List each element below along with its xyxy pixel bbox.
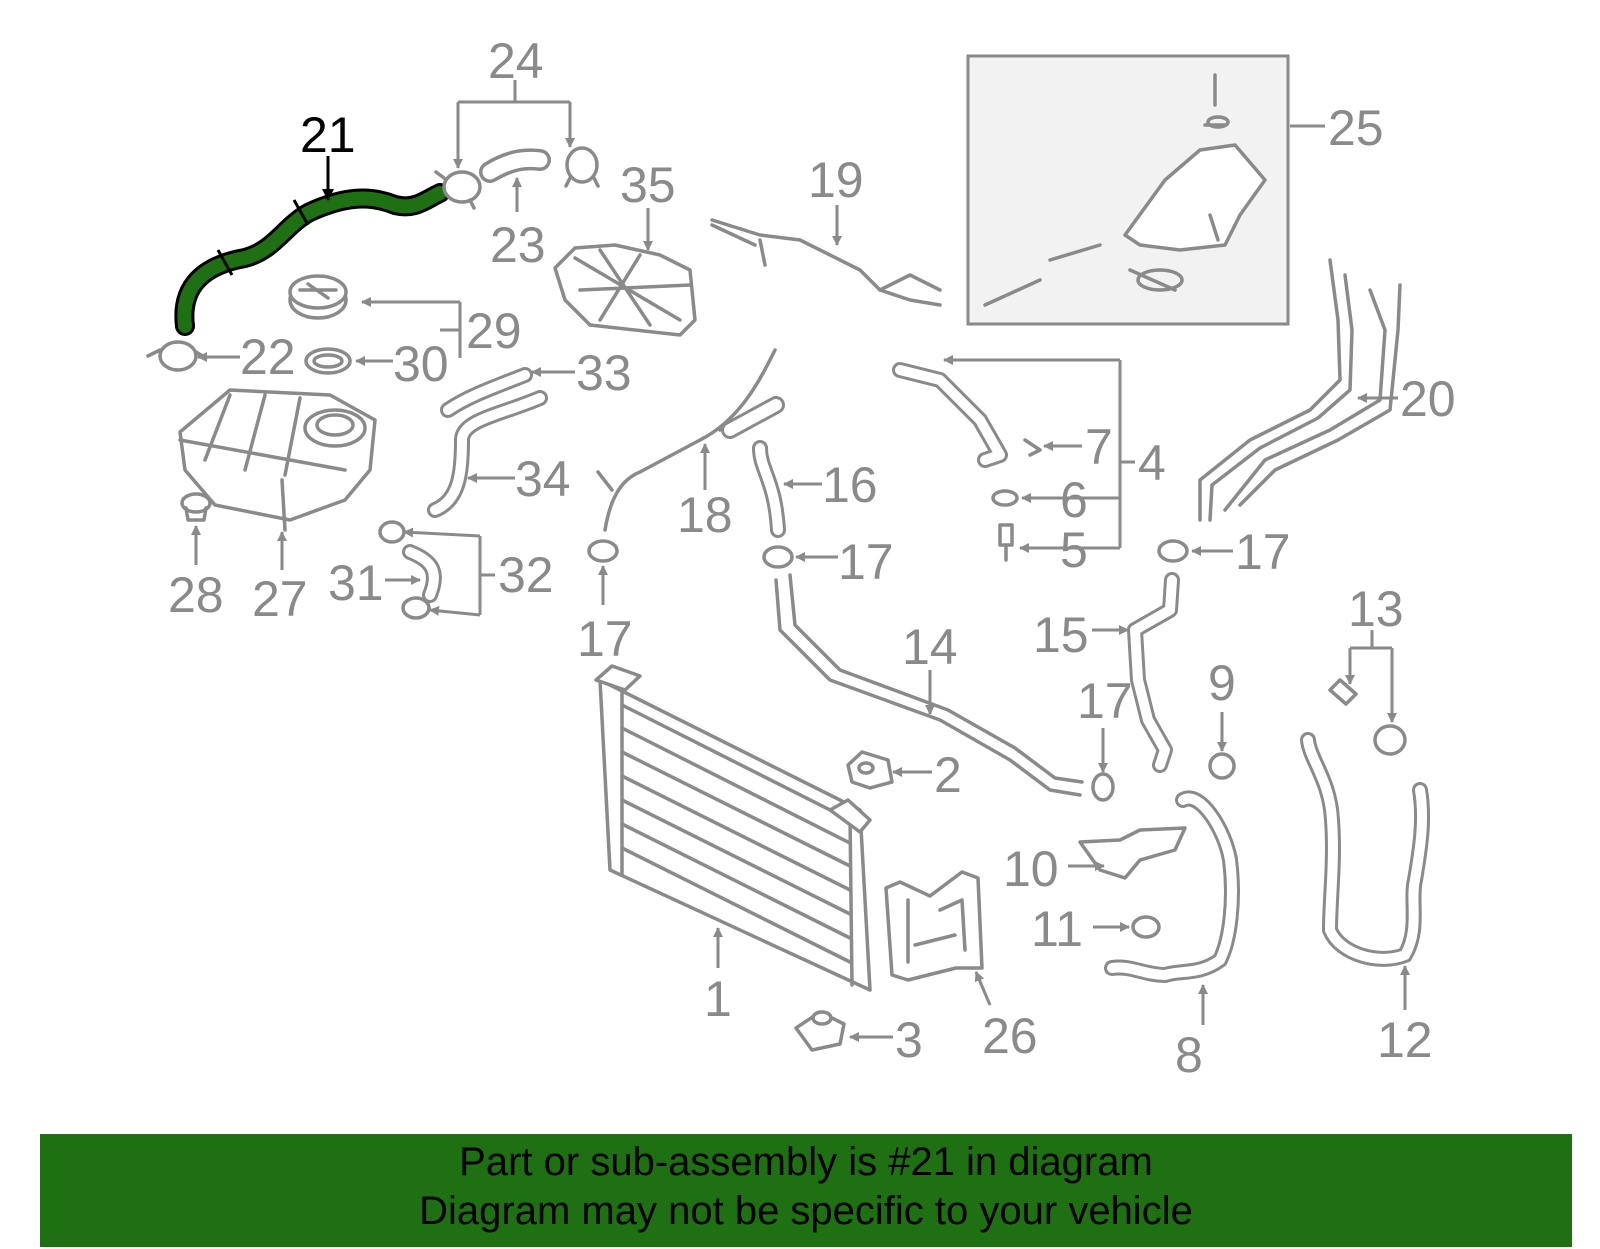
callout-35[interactable]: 35 — [620, 157, 676, 213]
leader-13 — [1350, 630, 1392, 650]
callout-16[interactable]: 16 — [822, 457, 878, 513]
part-13-clip-and-clamp[interactable] — [1328, 678, 1407, 756]
callout-27[interactable]: 27 — [252, 571, 308, 627]
part-2-mount[interactable] — [846, 750, 894, 790]
part-32-clamps[interactable] — [378, 520, 431, 620]
callout-32[interactable]: 32 — [498, 547, 554, 603]
part-25-flange-assembly[interactable] — [983, 73, 1267, 307]
part-24-clamp-right[interactable] — [564, 146, 600, 188]
leader-24 — [456, 80, 572, 165]
part-20-pipes[interactable] — [1198, 258, 1402, 522]
part-34-hose[interactable] — [427, 390, 548, 518]
callout-3[interactable]: 3 — [895, 1012, 923, 1068]
callout-17d[interactable]: 17 — [1077, 673, 1133, 729]
part-5-sensor[interactable] — [998, 523, 1014, 562]
leader-4 — [1118, 360, 1135, 548]
part-16-hose[interactable] — [752, 440, 786, 538]
callout-5[interactable]: 5 — [1060, 522, 1088, 578]
part-29-cap[interactable] — [288, 274, 348, 320]
part-7-clip[interactable] — [1023, 438, 1042, 457]
callout-19[interactable]: 19 — [808, 152, 864, 208]
callout-34[interactable]: 34 — [515, 451, 571, 507]
part-4-pipe[interactable] — [892, 362, 1008, 468]
part-9-clamp[interactable] — [1208, 752, 1236, 780]
part-14-pipe[interactable] — [774, 573, 1084, 797]
callout-14[interactable]: 14 — [902, 619, 958, 675]
callout-20[interactable]: 20 — [1400, 371, 1456, 427]
part-35-reservoir-cover[interactable] — [553, 243, 697, 337]
part-8-hose[interactable] — [1104, 790, 1240, 984]
part-18-pipe[interactable] — [596, 348, 785, 532]
part-10-bracket[interactable] — [1078, 826, 1187, 880]
callout-22[interactable]: 22 — [240, 329, 296, 385]
callout-18[interactable]: 18 — [677, 487, 733, 543]
callout-26[interactable]: 26 — [982, 1008, 1038, 1064]
banner-line-part-number: Part or sub-assembly is #21 in diagram — [459, 1140, 1153, 1184]
callout-6[interactable]: 6 — [1060, 472, 1088, 528]
part-27-expansion-tank[interactable] — [178, 388, 377, 532]
part-12-hose[interactable] — [1300, 732, 1431, 967]
part-6-o-ring[interactable] — [991, 489, 1019, 507]
callout-15[interactable]: 15 — [1033, 607, 1089, 663]
callout-1[interactable]: 1 — [704, 971, 732, 1027]
callout-25[interactable]: 25 — [1328, 100, 1384, 156]
leader-29 — [440, 302, 462, 358]
part-28-plug[interactable] — [180, 492, 212, 522]
part-1-radiator[interactable] — [594, 664, 872, 992]
part-21-hose[interactable] — [174, 183, 450, 336]
leader-26 — [974, 971, 992, 1006]
part-23-hose[interactable] — [479, 148, 551, 183]
callout-12[interactable]: 12 — [1377, 1012, 1433, 1068]
part-17-clamp-a[interactable] — [587, 539, 619, 563]
part-24-clamp-left[interactable] — [434, 170, 482, 210]
part-11-clamp[interactable] — [1131, 915, 1161, 939]
callout-21[interactable]: 21 — [300, 107, 356, 163]
part-17-clamp-b[interactable] — [762, 545, 794, 569]
part-26-bracket[interactable] — [884, 870, 984, 982]
callout-17c[interactable]: 17 — [1235, 524, 1291, 580]
callout-17a[interactable]: 17 — [577, 611, 633, 667]
callout-4[interactable]: 4 — [1138, 435, 1166, 491]
leader-32 — [478, 536, 495, 615]
callout-7[interactable]: 7 — [1085, 419, 1113, 475]
part-19-pipe[interactable] — [710, 218, 942, 307]
part-17-clamp-d[interactable] — [1091, 772, 1115, 802]
part-22-clamp[interactable] — [146, 340, 208, 372]
callout-10[interactable]: 10 — [1003, 841, 1059, 897]
info-banner: Part or sub-assembly is #21 in diagram D… — [40, 1134, 1572, 1247]
callout-23[interactable]: 23 — [490, 217, 546, 273]
part-15-hose[interactable] — [1127, 572, 1180, 773]
callout-8[interactable]: 8 — [1175, 1027, 1203, 1083]
callout-29[interactable]: 29 — [466, 303, 522, 359]
part-33-hose[interactable] — [440, 367, 533, 418]
part-17-clamp-c[interactable] — [1157, 539, 1189, 563]
part-3-mount[interactable] — [794, 1010, 846, 1052]
banner-line-disclaimer: Diagram may not be specific to your vehi… — [419, 1189, 1193, 1233]
callout-28[interactable]: 28 — [168, 567, 224, 623]
callout-9[interactable]: 9 — [1208, 655, 1236, 711]
part-30-seal[interactable] — [304, 347, 352, 375]
callout-13[interactable]: 13 — [1348, 581, 1404, 637]
callout-31[interactable]: 31 — [328, 555, 384, 611]
part-31-hose[interactable] — [402, 544, 442, 603]
callout-17b[interactable]: 17 — [838, 534, 894, 590]
callout-33[interactable]: 33 — [576, 345, 632, 401]
callout-24[interactable]: 24 — [488, 33, 544, 89]
callout-11[interactable]: 11 — [1031, 901, 1083, 957]
callout-30[interactable]: 30 — [393, 336, 449, 392]
callout-2[interactable]: 2 — [934, 747, 962, 803]
